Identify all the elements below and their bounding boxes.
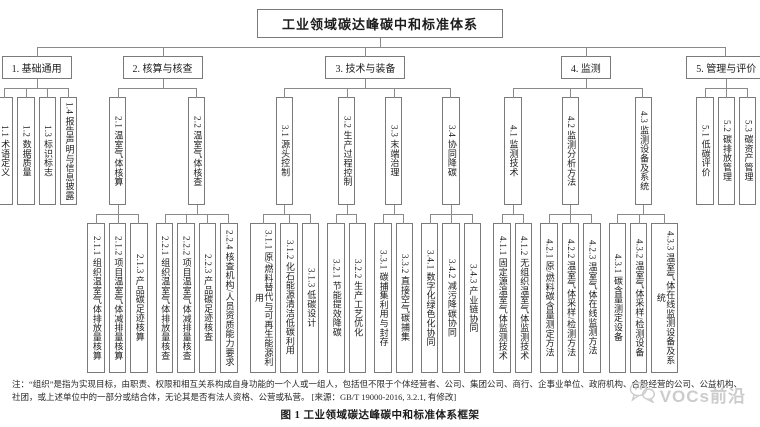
node-3-4-3: 3.4.3 产业链协同	[463, 223, 482, 373]
node-4-2-2: 4.2.2 温室气体采样/检测方法	[561, 223, 580, 373]
node-4-2-3: 4.2.3 温室气体在线监测方法	[583, 223, 601, 373]
node-4-1: 4.1 监测技术	[504, 97, 522, 205]
node-2-1-2: 2.1.2 项目温室气体减排量核算	[108, 223, 127, 373]
node-5-2: 5.2 碳排放管理	[717, 97, 735, 205]
node-1-1: 1.1 术语定义	[0, 97, 14, 205]
branch-3: 3. 技术与装备 3.1 源头控制 3.1.1 原/燃料替代与可再生能源利用 3…	[243, 47, 489, 373]
node-2-2: 2.2 温室气体核查	[187, 97, 206, 205]
branch-4: 4. 监测 4.1 监测技术 4.1.1 固定源温室气体监测技术 4.1.2 无…	[487, 47, 686, 373]
node-4-3-3: 4.3.3 温室气体在线监测设备及系统	[651, 223, 679, 373]
node-3-4-1: 3.4.1 数字化绿色化协同	[421, 223, 439, 373]
watermark: VOCs前沿	[629, 381, 746, 408]
node-4: 4. 监测	[560, 56, 611, 79]
node-2-2-4: 2.2.4 核查机构/人员资质能力要求	[220, 223, 238, 373]
node-5-1: 5.1 低碳评价	[696, 97, 714, 205]
footnote: 注：“组织”是指为实现目标，由职责、权限和相互关系构成自身功能的一个人或一组人，…	[12, 379, 743, 402]
node-3-4-2: 3.4.2 减污降碳协同	[442, 223, 460, 373]
node-1-4: 1.4 报告声明与信息披露	[60, 97, 78, 205]
figure-caption: 图 1 工业领域碳达峰碳中和标准体系框架	[280, 409, 480, 421]
node-1-3: 1.3 标识标志	[38, 97, 57, 205]
node-5-3: 5.3 碳资产管理	[739, 97, 757, 205]
wechat-bubbles-icon	[629, 381, 655, 408]
node-2-2-1: 2.2.1 组织温室气体排放量核查	[155, 223, 174, 373]
node-3-3: 3.3 末端治理	[384, 97, 403, 205]
node-3-4: 3.4 协同降碳	[442, 97, 460, 205]
node-4-2-1: 4.2.1 原/燃料碳含量测定方法	[540, 223, 558, 373]
node-2-2-3: 2.2.3 产品碳足迹核查	[198, 223, 217, 373]
node-3-2-2: 3.2.2 生产工艺优化	[348, 223, 367, 373]
watermark-text: VOCs前沿	[659, 387, 746, 406]
node-4-3: 4.3 监测设备及系统	[634, 97, 653, 205]
branch-1: 1. 基础通用 1.1 术语定义 1.2 数据质量 1.3 标识标志 1.4 报…	[0, 47, 83, 205]
node-2-1-3: 2.1.3 产品碳足迹核算	[130, 223, 148, 373]
node-2-1: 2.1 温室气体核算	[108, 97, 127, 205]
node-3-1: 3.1 源头控制	[275, 97, 294, 205]
node-3-1-1: 3.1.1 原/燃料替代与可再生能源利用	[249, 223, 277, 373]
node-3-3-2: 3.3.2 直接空气碳捕集	[395, 223, 414, 373]
node-3-1-3: 3.1.3 低碳设计	[301, 223, 320, 373]
node-2-2-2: 2.2.2 项目温室气体减排量核查	[177, 223, 195, 373]
standard-system-tree: 工业领域碳达峰碳中和标准体系 1. 基础通用 1.1 术语定义 1.2 数据质量…	[0, 9, 760, 373]
node-3-1-2: 3.1.2 化石能源清洁低碳利用	[280, 223, 298, 373]
node-5: 5. 管理与评价	[686, 56, 760, 79]
node-4-3-1: 4.3.1 碳含量测定设备	[608, 223, 626, 373]
node-3-3-1: 3.3.1 碳捕集利用与封存	[374, 223, 392, 373]
node-4-1-2: 4.1.2 无组织温室气体监测技术	[514, 223, 533, 373]
node-4-1-1: 4.1.1 固定源温室气体监测技术	[493, 223, 511, 373]
node-4-3-2: 4.3.2 温室气体采样/检测设备	[629, 223, 648, 373]
root-node: 工业领域碳达峰碳中和标准体系 1. 基础通用 1.1 术语定义 1.2 数据质量…	[0, 9, 760, 373]
root-title-box: 工业领域碳达峰碳中和标准体系	[256, 9, 503, 38]
node-3-2: 3.2 生产过程控制	[338, 97, 356, 205]
node-3: 3. 技术与装备	[325, 56, 406, 79]
branch-2: 2. 核算与核查 2.1 温室气体核算 2.1.1 组织温室气体排放量核算 2.…	[81, 47, 245, 373]
node-2-1-1: 2.1.1 组织温室气体排放量核算	[87, 223, 105, 373]
node-1: 1. 基础通用	[1, 56, 72, 79]
node-3-2-1: 3.2.1 节能提效降碳	[327, 223, 345, 373]
branch-5: 5. 管理与评价 5.1 低碳评价 5.2 碳排放管理 5.3 碳资产管理	[683, 47, 760, 205]
node-1-2: 1.2 数据质量	[17, 97, 35, 205]
node-2: 2. 核算与核查	[122, 56, 203, 79]
node-4-2: 4.2 监测分析方法	[561, 97, 580, 205]
